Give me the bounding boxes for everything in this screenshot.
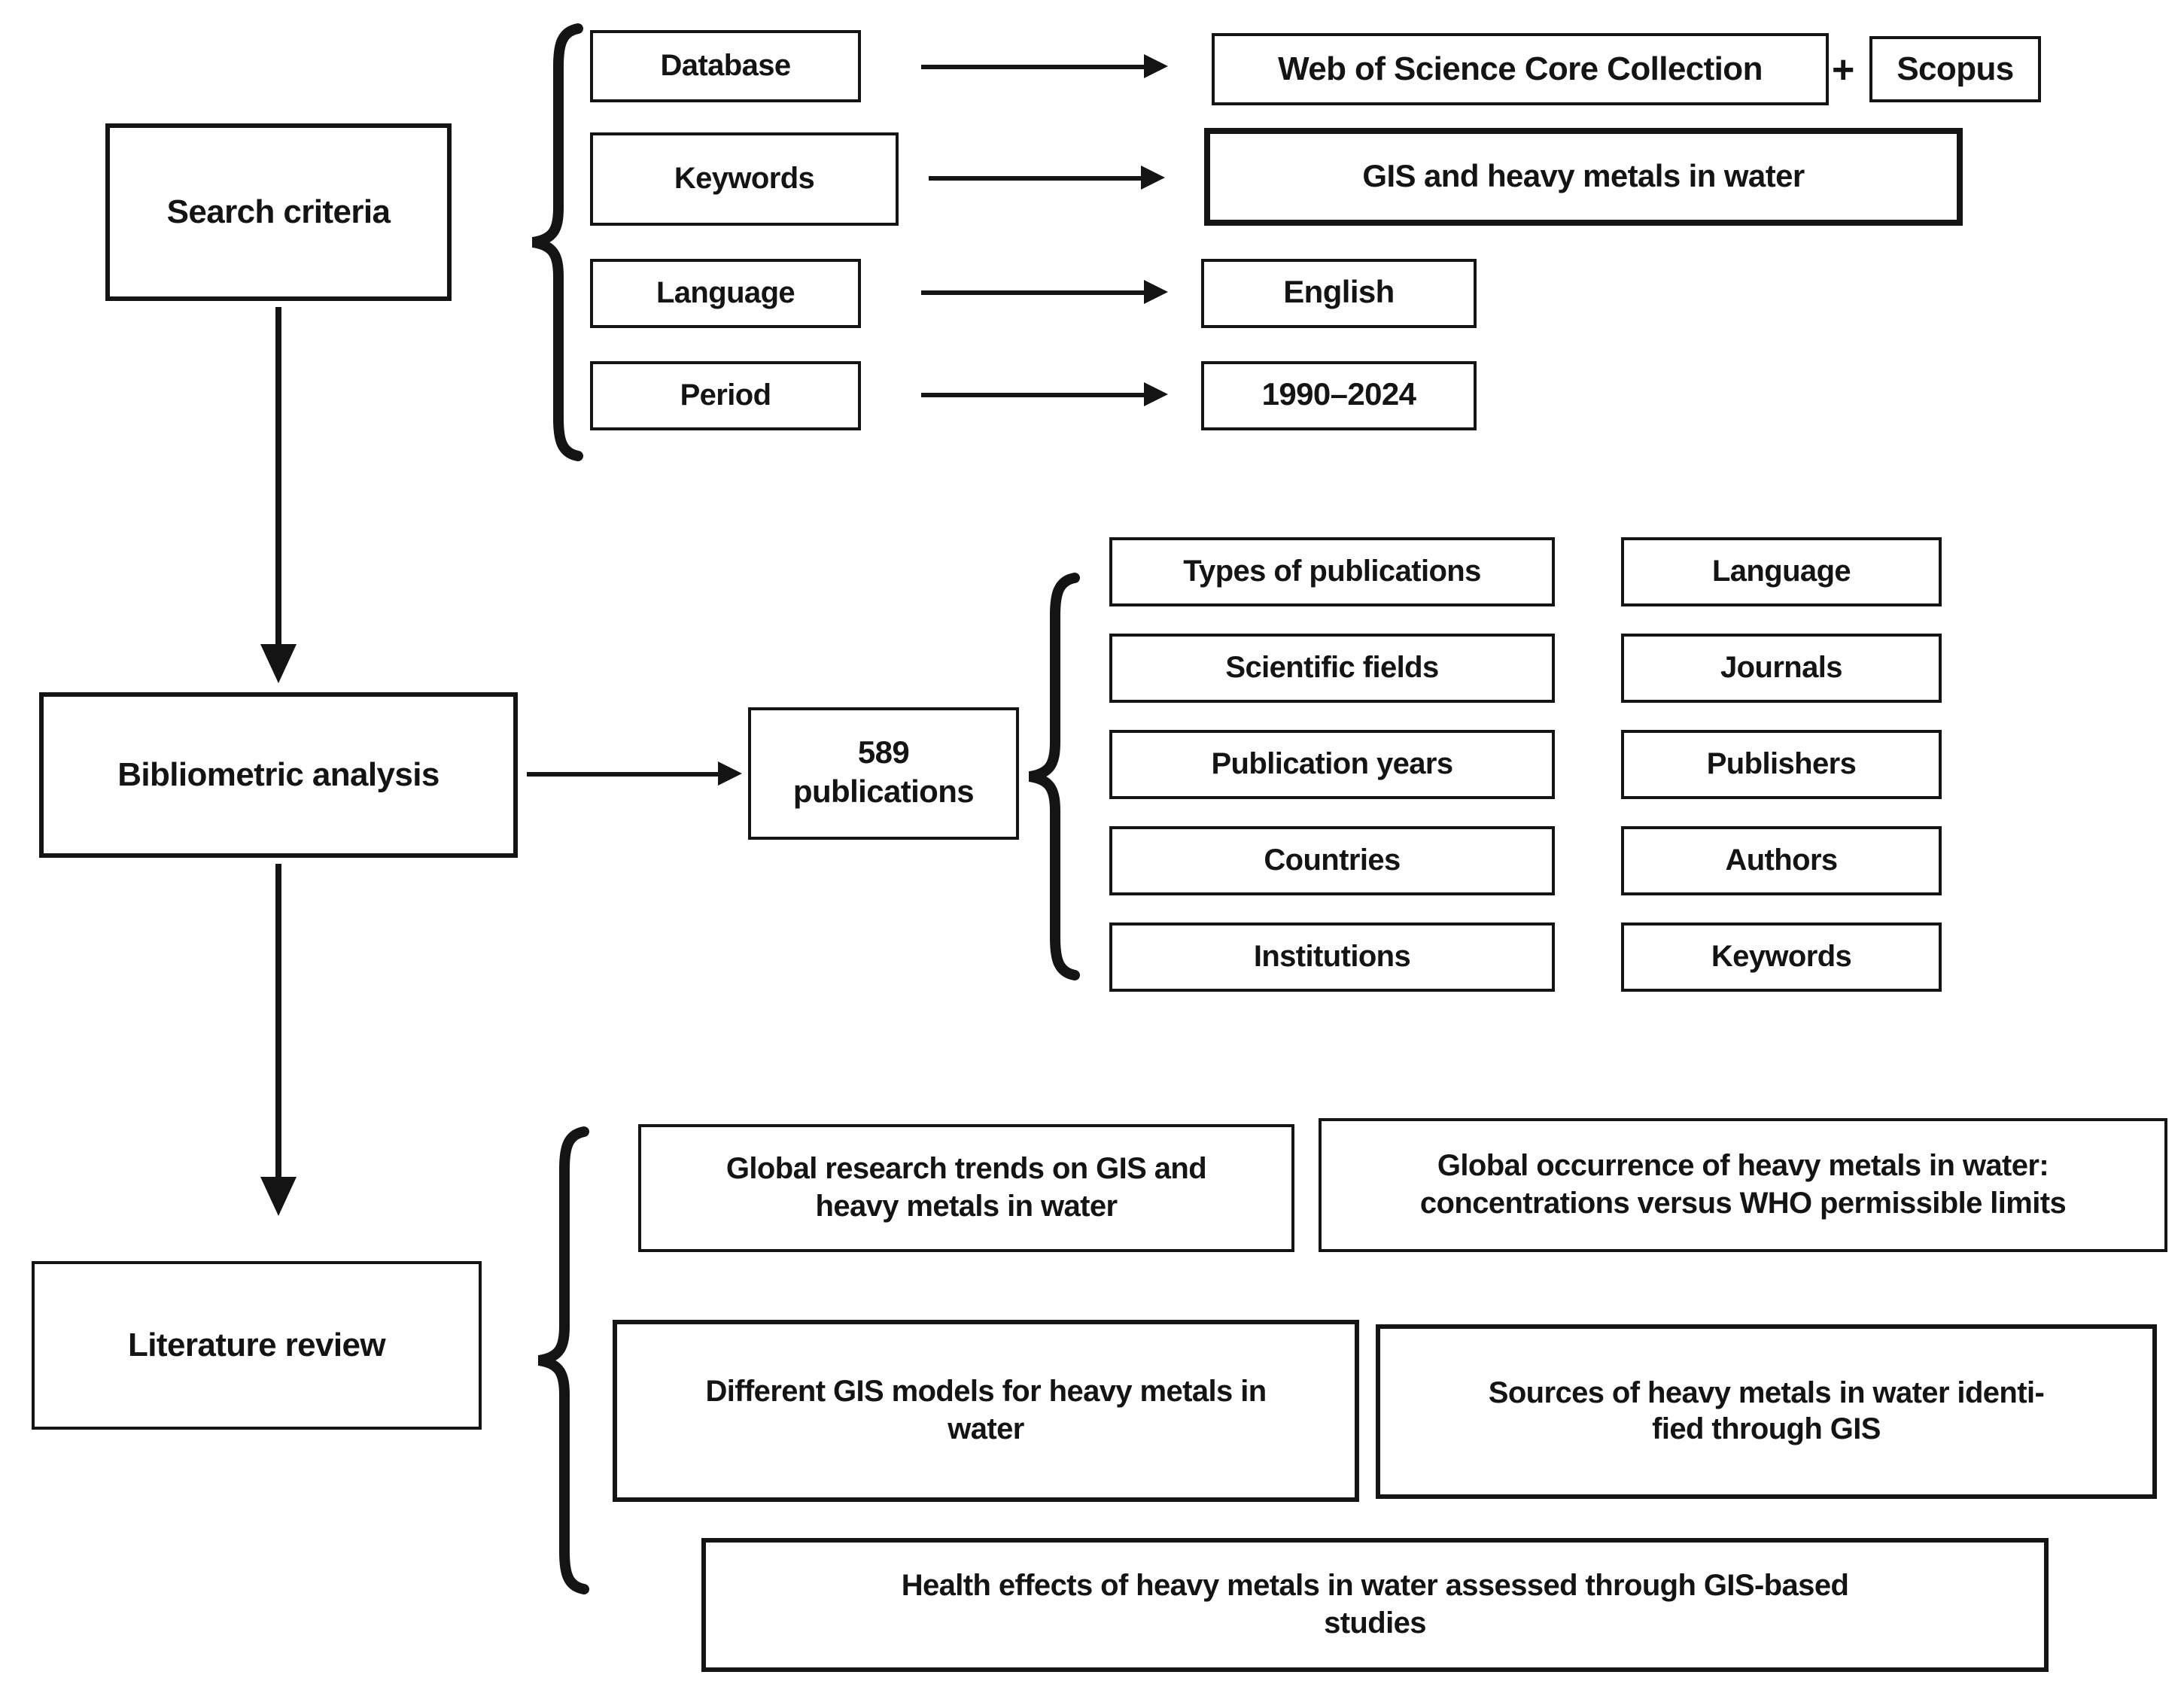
language-arrow-shaft: [921, 290, 1144, 295]
topic-line: Global research trends on GIS and: [725, 1153, 1207, 1187]
bibliometric-arrow-shaft: [527, 772, 719, 777]
plus-sign: +: [1832, 47, 1855, 92]
publications-count-box: 589 publications: [748, 707, 1019, 840]
database-label: Database: [660, 49, 791, 83]
topic-box-sources: Sources of heavy metals in water identi-…: [1376, 1324, 2157, 1499]
aspect-label: Countries: [1264, 843, 1401, 877]
topic-line: Health effects of heavy metals in water …: [901, 1570, 1849, 1603]
topic-line: heavy metals in water: [815, 1190, 1118, 1223]
criterion-box-database: Database: [590, 30, 861, 102]
keywords-arrow-shaft: [929, 176, 1141, 181]
aspect-box-keywords: Keywords: [1621, 923, 1942, 992]
topic-box-health-effects: Health effects of heavy metals in water …: [701, 1538, 2049, 1672]
aspect-label: Institutions: [1253, 940, 1411, 974]
search-to-bibliometric-arrow-icon: [260, 644, 297, 683]
database-value: Web of Science Core Collection: [1278, 49, 1763, 87]
aspect-label: Journals: [1720, 651, 1843, 685]
language-value: English: [1283, 275, 1395, 311]
database-value-box: Web of Science Core Collection: [1212, 33, 1829, 105]
topic-box-gis-models: Different GIS models for heavy metals in…: [613, 1320, 1359, 1502]
database-value2: Scopus: [1897, 49, 2014, 87]
keywords-value-box: GIS and heavy metals in water: [1204, 128, 1963, 226]
search-criteria-box: Search criteria: [105, 123, 452, 301]
aspect-box-authors: Authors: [1621, 826, 1942, 895]
topic-line: Global occurrence of heavy metals in wat…: [1437, 1150, 2049, 1184]
language-arrow-icon: [1144, 280, 1168, 304]
period-arrow-shaft: [921, 393, 1144, 397]
criterion-box-language: Language: [590, 259, 861, 328]
publications-count: 589: [857, 736, 910, 771]
search-to-bibliometric-arrow-shaft: [275, 307, 281, 647]
period-arrow-icon: [1144, 382, 1168, 406]
topic-line: Different GIS models for heavy metals in: [705, 1375, 1267, 1409]
criterion-box-period: Period: [590, 361, 861, 430]
database-arrow-icon: [1144, 54, 1168, 78]
aspect-box-publishers: Publishers: [1621, 730, 1942, 799]
topic-box-global-research-trends: Global research trends on GIS and heavy …: [638, 1124, 1294, 1252]
language-label: Language: [656, 276, 795, 310]
search-criteria-brace-icon: [531, 23, 583, 461]
aspect-box-language: Language: [1621, 537, 1942, 606]
aspect-label: Publishers: [1706, 747, 1857, 781]
literature-review-label: Literature review: [128, 1325, 386, 1363]
topic-line: studies: [1324, 1606, 1426, 1640]
aspect-label: Publication years: [1211, 747, 1453, 781]
literature-review-brace-icon: [537, 1126, 589, 1594]
publications-brace-icon: [1028, 573, 1080, 980]
literature-review-box: Literature review: [32, 1261, 482, 1430]
topic-line: fied through GIS: [1652, 1413, 1881, 1446]
publications-unit: publications: [792, 775, 975, 810]
aspect-label: Authors: [1725, 843, 1838, 877]
bibliometric-analysis-box: Bibliometric analysis: [39, 692, 518, 858]
criterion-box-keywords: Keywords: [590, 132, 899, 226]
aspect-box-countries: Countries: [1109, 826, 1555, 895]
aspect-label: Scientific fields: [1225, 651, 1439, 685]
aspect-box-journals: Journals: [1621, 634, 1942, 703]
period-value: 1990–2024: [1261, 378, 1416, 413]
aspect-label: Types of publications: [1183, 555, 1481, 588]
aspect-label: Language: [1711, 555, 1851, 588]
aspect-box-institutions: Institutions: [1109, 923, 1555, 992]
database-value2-box: Scopus: [1869, 36, 2041, 102]
topic-line: concentrations versus WHO permissible li…: [1419, 1187, 2067, 1220]
database-arrow-shaft: [921, 65, 1144, 69]
topic-box-global-occurrence: Global occurrence of heavy metals in wat…: [1319, 1118, 2167, 1252]
keywords-arrow-icon: [1141, 166, 1165, 190]
topic-line: Sources of heavy metals in water identi-: [1488, 1376, 2045, 1410]
period-label: Period: [680, 378, 771, 412]
language-value-box: English: [1201, 259, 1477, 328]
aspect-box-publication-years: Publication years: [1109, 730, 1555, 799]
period-value-box: 1990–2024: [1201, 361, 1477, 430]
search-criteria-label: Search criteria: [166, 192, 391, 230]
bibliometric-analysis-label: Bibliometric analysis: [117, 755, 440, 793]
bibliometric-to-literature-arrow-icon: [260, 1177, 297, 1216]
topic-line: water: [948, 1412, 1024, 1445]
keywords-value: GIS and heavy metals in water: [1362, 159, 1805, 194]
aspect-label: Keywords: [1711, 940, 1852, 974]
aspect-box-scientific-fields: Scientific fields: [1109, 634, 1555, 703]
keywords-label: Keywords: [674, 162, 815, 196]
bibliometric-to-literature-arrow-shaft: [275, 864, 281, 1180]
aspect-box-types-of-publications: Types of publications: [1109, 537, 1555, 606]
bibliometric-arrow-icon: [718, 761, 742, 786]
